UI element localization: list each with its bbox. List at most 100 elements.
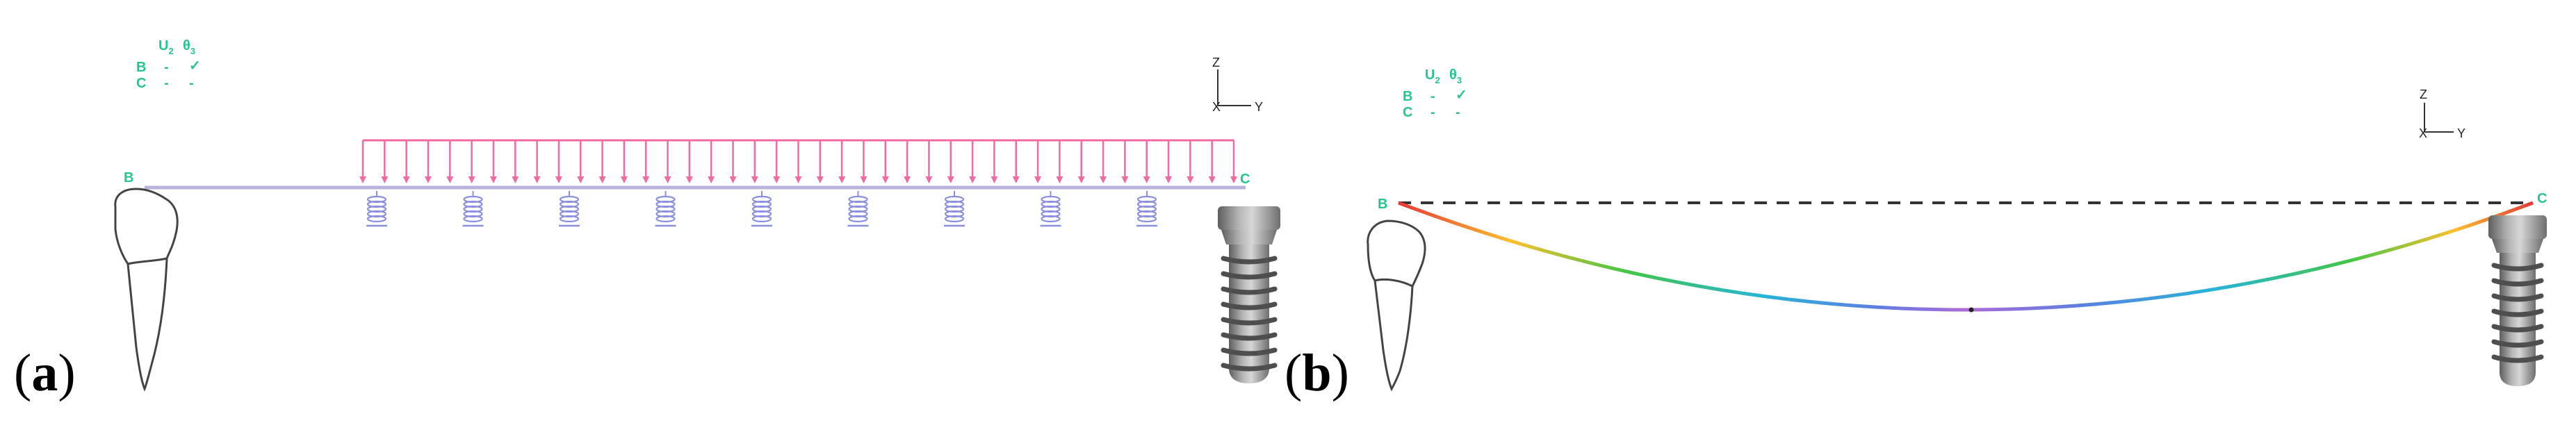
spring-support-group — [366, 191, 1157, 227]
spring-icon — [944, 191, 965, 227]
dof-row-b-label-b: B — [1403, 89, 1412, 104]
load-arrow — [1187, 140, 1194, 183]
implant-thread — [1221, 363, 1278, 372]
dof-b-u2-mark: - — [164, 60, 169, 75]
load-arrow — [381, 140, 389, 183]
load-arrow — [881, 140, 889, 183]
load-arrow — [1121, 140, 1129, 183]
deflected-beam-icon — [1398, 201, 2534, 312]
dof-col-theta3-label: θ3 — [183, 38, 195, 56]
node-c-label-b: C — [2537, 191, 2547, 206]
load-arrow — [860, 140, 867, 183]
load-arrow — [1056, 140, 1063, 183]
panel-label-b: (b) — [1285, 344, 1349, 402]
panel-label-a: (a) — [14, 344, 76, 402]
load-arrow — [555, 140, 562, 183]
load-arrow — [533, 140, 541, 183]
implant-thread — [1221, 332, 1278, 341]
load-arrow — [816, 140, 824, 183]
dof-col-u2-label-b: U2 — [1425, 67, 1440, 85]
tooth-icon — [1367, 219, 1426, 392]
node-b-label-b: B — [1378, 197, 1387, 212]
load-arrow — [359, 140, 366, 183]
axis-y-label-a: Y — [1255, 100, 1263, 114]
load-arrow — [446, 140, 454, 183]
load-arrow — [1143, 140, 1150, 183]
load-arrow — [1077, 140, 1085, 183]
dof-b-theta3-mark: ✓ — [189, 58, 201, 74]
spring-icon — [462, 191, 484, 227]
load-arrow — [991, 140, 998, 183]
dof-b-u2-mark-b: - — [1430, 89, 1435, 104]
load-arrow — [773, 140, 781, 183]
load-arrow — [512, 140, 519, 183]
coordinate-triad-icon: Z Y X — [2419, 88, 2465, 140]
panel-b: U2 θ3 B - ✓ C - - B C — [1285, 67, 2547, 402]
spring-icon — [366, 191, 387, 227]
load-arrow — [577, 140, 585, 183]
load-arrow — [904, 140, 911, 183]
axis-z-label-b: Z — [2420, 88, 2427, 101]
distributed-load-icon — [359, 139, 1237, 183]
dof-row-c-label-b: C — [1403, 105, 1412, 120]
load-arrow — [1100, 140, 1107, 183]
implant-thread — [2491, 278, 2544, 287]
load-arrow — [598, 140, 606, 183]
dof-table-b: U2 θ3 B - ✓ C - - — [1403, 67, 1467, 120]
dof-col-u2-label: U2 — [158, 38, 174, 56]
load-arrow — [947, 140, 954, 183]
dof-row-c-label: C — [136, 76, 146, 91]
implant-thread — [1221, 347, 1278, 356]
load-arrow — [1034, 140, 1042, 183]
node-b-label-a: B — [124, 170, 133, 185]
load-arrow — [620, 140, 628, 183]
midspan-marker — [1968, 307, 1974, 313]
implant-icon — [2488, 215, 2547, 386]
implant-thread — [2491, 324, 2544, 333]
load-arrow — [402, 140, 410, 183]
load-arrow — [1208, 140, 1216, 183]
dof-c-theta3-mark-b: - — [1456, 105, 1460, 120]
load-arrow — [664, 140, 671, 183]
dof-b-theta3-mark-b: ✓ — [1456, 88, 1467, 103]
spring-icon — [1040, 191, 1061, 227]
implant-thread — [2491, 354, 2544, 363]
load-arrow — [1165, 140, 1173, 183]
load-arrow — [489, 140, 497, 183]
axis-x-label-b: X — [2419, 126, 2427, 140]
load-arrow — [729, 140, 737, 183]
implant-thread — [1221, 301, 1278, 310]
spring-icon — [751, 191, 772, 227]
implant-thread — [1221, 256, 1278, 265]
spring-icon — [655, 191, 676, 227]
dof-col-theta3-label-b: θ3 — [1449, 67, 1462, 85]
dof-c-u2-mark-b: - — [1430, 105, 1435, 120]
implant-icon — [1218, 206, 1280, 383]
dof-c-theta3-mark: - — [189, 76, 194, 91]
implant-thread — [2491, 263, 2544, 272]
load-arrow — [838, 140, 846, 183]
load-arrow — [468, 140, 475, 183]
spring-icon — [559, 191, 580, 227]
tooth-icon — [114, 188, 179, 392]
panel-a: U2 θ3 B - ✓ C - - B C — [14, 38, 1280, 402]
spring-icon — [1136, 191, 1157, 227]
load-arrow — [969, 140, 977, 183]
dof-table-a: U2 θ3 B - ✓ C - - — [136, 38, 201, 91]
axis-x-label-a: X — [1212, 100, 1221, 114]
implant-thread — [2491, 293, 2544, 302]
load-arrow — [1012, 140, 1020, 183]
load-arrow — [642, 140, 650, 183]
load-arrow — [751, 140, 758, 183]
load-arrow — [794, 140, 802, 183]
dof-c-u2-mark: - — [164, 76, 169, 91]
load-arrow — [1230, 140, 1237, 183]
implant-thread — [1221, 286, 1278, 295]
load-arrow — [424, 140, 432, 183]
implant-thread — [1221, 317, 1278, 326]
dof-row-b-label: B — [136, 60, 146, 75]
load-arrow — [685, 140, 693, 183]
node-c-label-a: C — [1240, 172, 1250, 187]
load-arrow — [708, 140, 715, 183]
